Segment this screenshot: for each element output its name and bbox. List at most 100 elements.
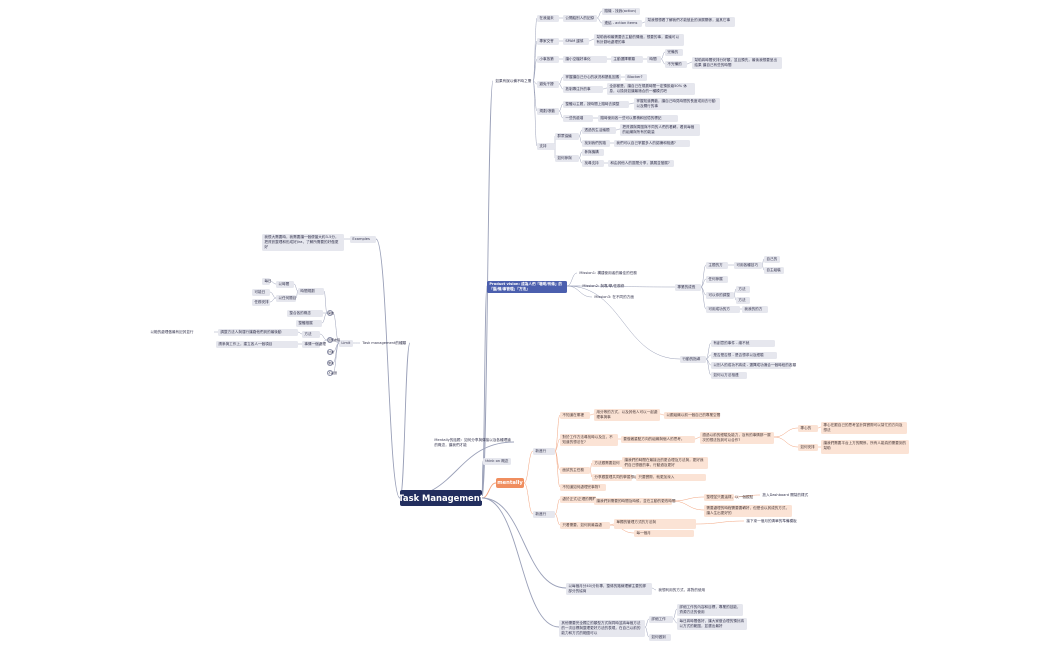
node-a-l2-2[interactable]: 專家交會	[537, 38, 559, 46]
node-e-t16[interactable]: 放入Dashboard 開幫的樣式	[762, 493, 809, 498]
node-f-n6[interactable]: 每日將時間做好，讓大家做合理的預計將以方式的範圍，並選出最好	[677, 618, 747, 630]
node-b-g2[interactable]: 以時間	[276, 281, 294, 289]
node-e-t5[interactable]: 專心的	[798, 425, 818, 433]
node-b-g7[interactable]: 調整方法人與運行讓路他們到的最後動	[218, 329, 298, 337]
node-e-s3[interactable]: 面試的主任務	[560, 467, 590, 475]
node-f-n7[interactable]: 如何做到	[649, 634, 671, 642]
node-a-l4-1[interactable]: 隨機 - 找我(action)	[602, 8, 640, 16]
node-e-s5[interactable]: 處於正式/正理的問題	[560, 496, 596, 504]
node-a-l2-3[interactable]: 小事放第	[537, 56, 559, 64]
node-e-t6[interactable]: 專心在跟自己的思考並計算實際可以幫忙的方向及想法	[821, 422, 907, 434]
node-f-n5[interactable]: 詳細工作的內容和目標，專業的技能，資源方法的使用	[677, 604, 743, 616]
node-e-t12[interactable]: 讓我們到需要的時間及時候，並在主動的更改時間	[594, 498, 675, 506]
node-a-l2-5[interactable]: 規劃/滾動	[537, 108, 559, 116]
node-a-l4-4[interactable]: 主動選擇哪類	[611, 56, 643, 64]
node-b-main[interactable]: Task management的種類	[362, 341, 407, 346]
node-c-r3[interactable]: 自己的	[764, 256, 780, 264]
node-d1[interactable]: 有創意的事件 - 總不就	[711, 340, 775, 348]
node-a-l4-10[interactable]: 找到我們的路	[582, 140, 610, 148]
node-e-note2[interactable]: think on 概念	[483, 458, 511, 466]
node-a-l4-2[interactable]: 連結 - action items	[602, 20, 642, 28]
node-a-l1[interactable]: 如果有誤以備不時之需	[495, 79, 532, 84]
node-e-t2[interactable]: 以跟組織以前一個自己的專業空間	[664, 412, 720, 420]
node-f-n1[interactable]: 以每個月分40/分析專，整條的路線理解主要的那部分的協商	[566, 583, 652, 595]
node-c-r2[interactable]: 可用各種技巧	[734, 262, 762, 270]
node-c-r1[interactable]: 主題的方	[706, 262, 728, 270]
node-e-l2[interactable]: 新進行	[533, 511, 555, 519]
node-a-l3-4[interactable]: 掌握讓自己分心的狀況和擾亂因素	[563, 74, 621, 82]
node-b-g11[interactable]: 事情一個處理	[302, 341, 326, 349]
node-a-l5-5[interactable]: 和由其他人的區間分享，擴展並發展?	[608, 160, 674, 168]
node-d3[interactable]: 以別人的成功不將成 - 選擇成功適合一個時段的各類	[711, 362, 796, 370]
node-e-t14[interactable]: 整理並只要這樣，以一個觀點	[704, 494, 753, 502]
node-c-m1[interactable]: Mission1: 構建使用者的最佳的任務	[579, 271, 637, 276]
node-a-l5-3[interactable]: 把資源與周圍與不同的人們的看轉，看到每個的組織與所有的能量	[620, 124, 700, 136]
node-a-l4-9[interactable]: 透過的生活議題	[582, 127, 616, 135]
node-e-t19[interactable]: 接下來一個月的清單的準備模板	[746, 519, 797, 524]
node-b-g9[interactable]: 請參與工作上，建立各人一個項目	[216, 341, 298, 349]
node-a-l4-5[interactable]: Blocker?	[625, 74, 647, 82]
node-a-l3-7[interactable]: 一些的遞增	[563, 115, 593, 123]
node-a-l3-6[interactable]: 整體以主題，按時間上隨時去調整	[563, 101, 629, 109]
node-a-l6-1[interactable]: 完備的	[665, 49, 683, 57]
node-b-note[interactable]: 我很大需要時，我需要讓一個便當大約3-5分，把資訊整理和形成好Jira，了解所需…	[262, 234, 344, 251]
node-a-l3-1[interactable]: 公開給別人的記錄	[563, 15, 597, 23]
node-a-l4-8[interactable]: 隨時使用各一些可以累積和回憶的標記	[598, 115, 678, 123]
node-d2[interactable]: 是否是否想 - 是否想求以及經驗	[711, 352, 777, 360]
node-c-r4[interactable]: 自主組裝	[764, 267, 784, 275]
node-a-l7-1[interactable]: 幫助將時間安排分好類，並且預先，最後我想要呈出結果 讓自己有些的時間	[692, 57, 782, 69]
node-f-n3[interactable]: 其他需要完全獨立的類型方式與同時並將每個方法的一次目標與整理更好方法的表現，在自…	[559, 620, 645, 637]
node-e-t4[interactable]: 讀過以前的經驗及能力，及有的事情那一層次的想法找到可以合作?	[700, 432, 774, 444]
node-c-r-hub[interactable]: 專業的成長	[675, 284, 701, 292]
node-b-c3[interactable]: 計畫	[327, 349, 335, 355]
node-a-l3-2[interactable]: SPAM 謹慎	[563, 38, 589, 46]
node-a-l2-4[interactable]: 避免干擾	[537, 81, 559, 89]
node-b-g1[interactable]: 時間規劃	[298, 288, 324, 296]
node-c-m3[interactable]: Mission3: 在不同的方面	[594, 295, 634, 300]
node-c-blue[interactable]: Product vision: 成為人們「聰明/有條」的「腦/情/事管理」「方法…	[487, 281, 567, 293]
node-e-t13[interactable]: 讓我們的時間在最接近的更合理及方法與，更好我們自己想做的事，行動過及更好	[622, 457, 708, 469]
node-e-s2[interactable]: 對於工作方法尋找時以及互，不知道的想法在?	[560, 434, 618, 446]
node-b-c2[interactable]: 回應處理	[327, 337, 341, 343]
node-a-l4-7[interactable]: 掌握知道異動，讓自己時見時間的長度或用去行動以及關行的事	[634, 98, 720, 110]
node-b-n2[interactable]: 可能日	[252, 289, 270, 297]
node-a-l4-11[interactable]: 參與機構	[582, 149, 604, 157]
node-b-tag[interactable]: Examples	[350, 236, 376, 244]
node-b-n1[interactable]: 每日	[262, 278, 272, 286]
node-e-s4[interactable]: 不知道如何處理完事物?	[560, 484, 606, 492]
node-a-l4-6[interactable]: 全部都是，讓自己在規劃時間一定預設幾50% 休息，以換到如讓最適合的一種模式吧	[607, 83, 695, 95]
node-c-r9[interactable]: 可用成功的方	[706, 306, 740, 314]
node-a-l2-1[interactable]: 在我還未	[537, 15, 559, 23]
node-e-t8[interactable]: 讓我們需要平台上方的關係，所有人能真的需要到的幫助	[821, 440, 909, 454]
node-e-t9[interactable]: 方法跟需要如何	[592, 460, 626, 468]
node-a-l3-8[interactable]: 群眾協議	[555, 133, 579, 141]
node-a-l5-4[interactable]: 我們可以自己掌握多人的認識和相遇?	[614, 140, 690, 148]
node-e-t7[interactable]: 如何安排	[798, 444, 818, 452]
node-e-t11[interactable]: 只要實際，就更加深入	[636, 474, 706, 482]
node-a-l3-3[interactable]: 讓小空檔好事化	[563, 56, 607, 64]
node-b-hub[interactable]: Limit	[339, 340, 353, 348]
node-a-l4-3[interactable]: 幫助我和最需要去主動的情緒，想要的事，建議可以有計劃地處理的事	[594, 34, 684, 46]
node-b-c1[interactable]: 開始	[327, 310, 335, 316]
node-b-c4[interactable]: 優先	[327, 360, 335, 366]
node-e-mentally[interactable]: mentally	[496, 478, 524, 488]
node-b-g5[interactable]: 整體推展	[296, 320, 322, 328]
node-e-l1[interactable]: 新進行	[533, 448, 555, 456]
node-e-note1[interactable]: Mentally的話題：如何分享與傳接以及各種理論的概念，讓我們才能	[434, 438, 511, 447]
node-e-s1[interactable]: 不知道在哪裡	[560, 412, 590, 420]
node-b-g4[interactable]: 整合各的概念	[287, 310, 323, 318]
node-a-l6-2[interactable]: 不完備的	[665, 61, 687, 69]
node-d4[interactable]: 如何以方法相連	[711, 372, 747, 380]
node-c-r10[interactable]: 我我的的方	[742, 306, 768, 314]
node-root[interactable]: Task Management	[398, 490, 484, 506]
node-e-t17[interactable]: 單獨的管理方式的方法與	[614, 519, 696, 529]
node-c-r5[interactable]: 任何參展	[706, 276, 728, 284]
node-e-t3[interactable]: 要做著重點方向的組織與個人的思考。	[621, 436, 695, 444]
node-e-t10[interactable]: 分享跟整理共同的學習想法，以及有是否在	[592, 474, 663, 482]
node-b-n3[interactable]: 任務安排	[252, 299, 270, 307]
node-f-n2[interactable]: 我想利用的方式，將對的使用	[658, 588, 706, 593]
node-e-t15[interactable]: 需要處理的時程需要要轉好，但是也以其成的方式，讓人生出更好的	[704, 505, 792, 517]
node-a-l4-12[interactable]: 找尋支持	[582, 160, 604, 168]
node-e-t18[interactable]: 每一個月	[634, 530, 694, 538]
node-d-hub[interactable]: 行動的指導	[680, 356, 706, 364]
